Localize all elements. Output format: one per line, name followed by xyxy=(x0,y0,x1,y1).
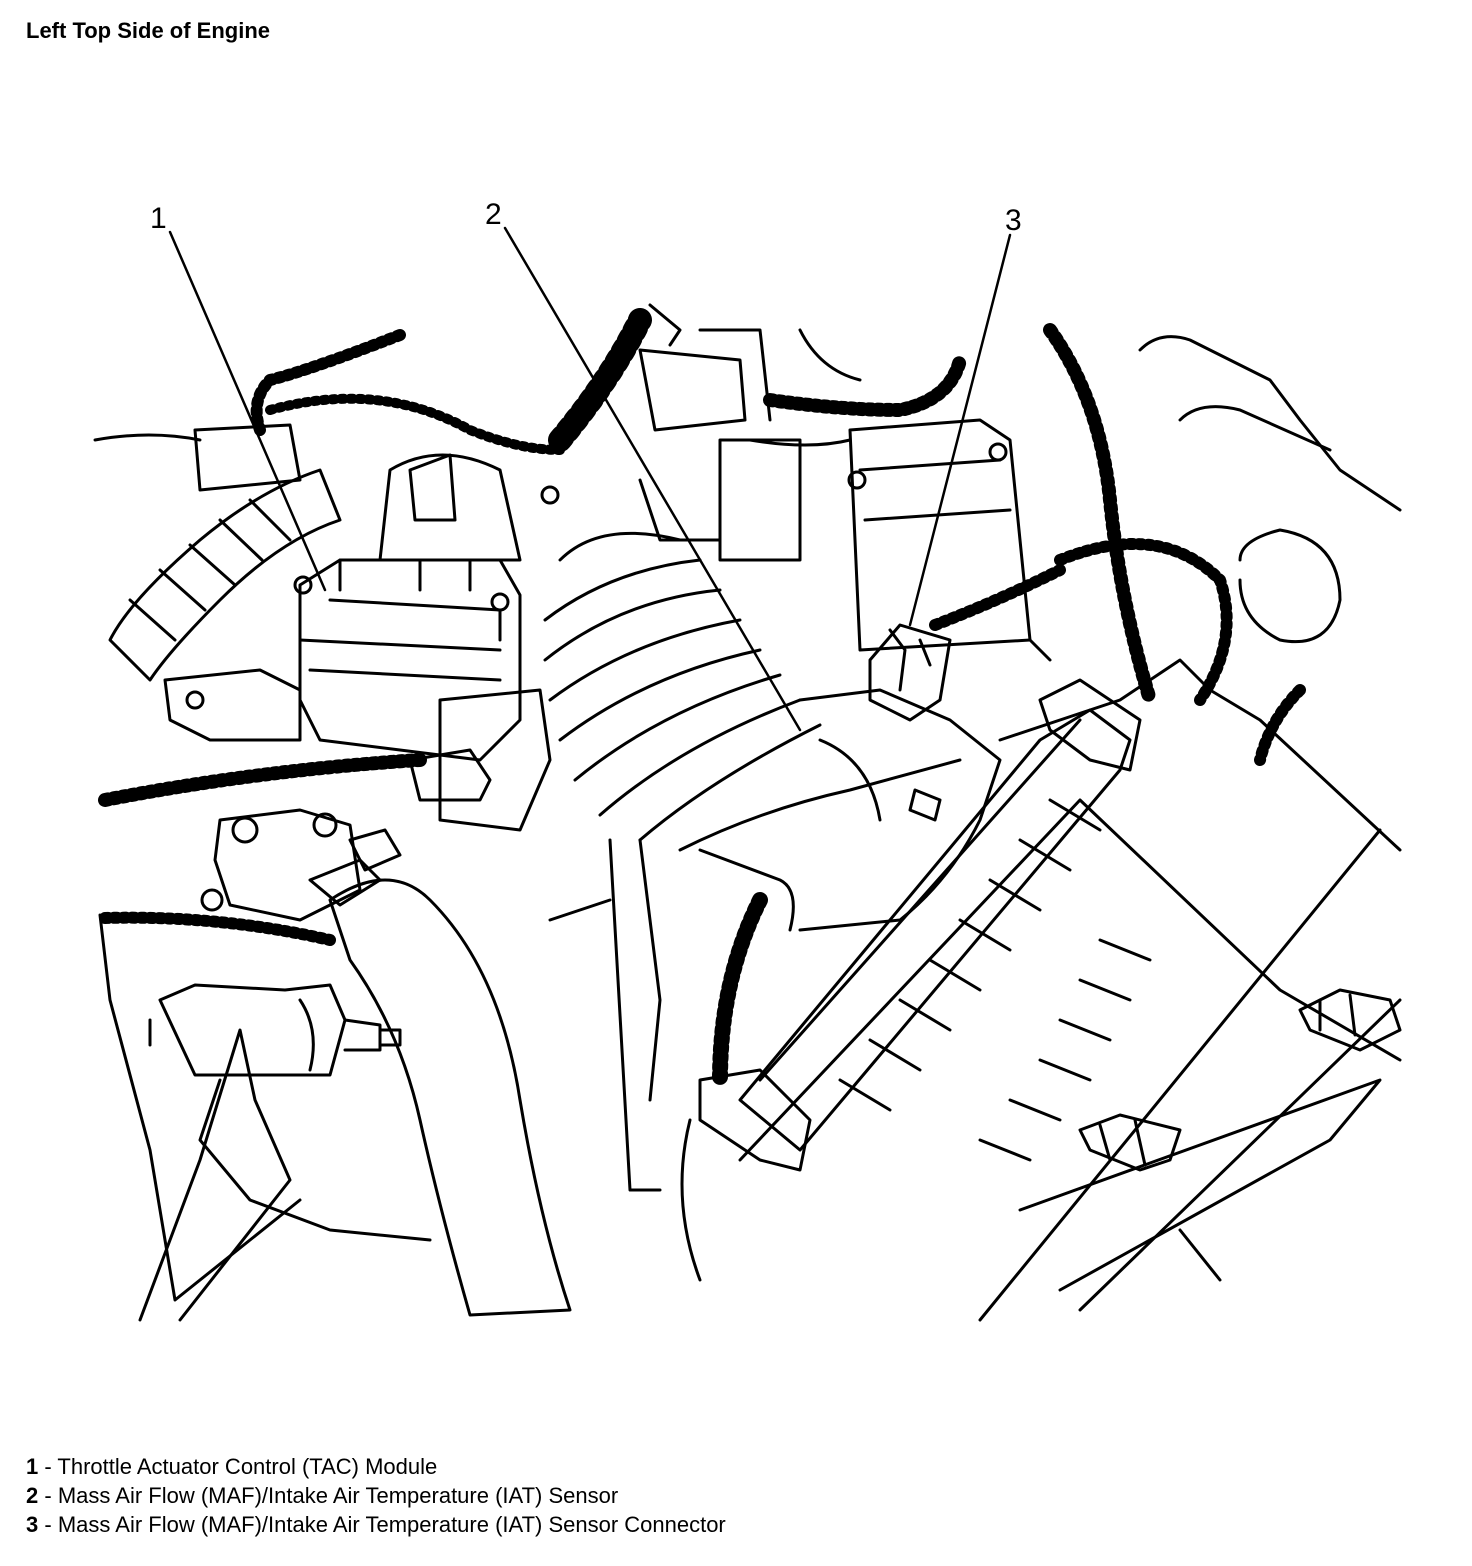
legend-separator: - xyxy=(38,1454,58,1479)
wire-harness-right xyxy=(712,323,1306,1088)
legend-text: Throttle Actuator Control (TAC) Module xyxy=(57,1454,438,1479)
callout-3-leader xyxy=(908,233,1012,627)
wire-harness-left xyxy=(98,329,565,946)
callout-1-number: 1 xyxy=(150,202,167,235)
legend-text: Mass Air Flow (MAF)/Intake Air Temperatu… xyxy=(57,1483,619,1508)
callout-leaders xyxy=(168,226,1012,732)
upper-fittings xyxy=(548,303,967,562)
legend-separator: - xyxy=(38,1483,58,1508)
intake-manifold-ribs xyxy=(738,798,1402,1322)
right-engine-block xyxy=(847,335,1402,852)
mounting-plate xyxy=(163,668,362,922)
engine-illustration: 1 2 3 xyxy=(93,198,1402,1322)
legend-number: 2 xyxy=(26,1483,39,1508)
legend-item: 1 - Throttle Actuator Control (TAC) Modu… xyxy=(26,1452,726,1481)
callout-2-leader xyxy=(503,226,802,732)
radiator-hose xyxy=(308,828,572,1317)
legend-item: 3 - Mass Air Flow (MAF)/Intake Air Tempe… xyxy=(26,1510,726,1539)
legend-text: Mass Air Flow (MAF)/Intake Air Temperatu… xyxy=(57,1512,726,1537)
vacuum-hose-upper-left xyxy=(93,423,342,682)
callout-2-number: 2 xyxy=(485,198,502,231)
callout-3-number: 3 xyxy=(1005,204,1022,237)
callout-1-leader xyxy=(168,230,327,592)
legend-separator: - xyxy=(38,1512,58,1537)
center-bracket xyxy=(548,838,662,1192)
maf-connector-drawing xyxy=(868,564,1066,722)
maf-sensor-drawing xyxy=(543,531,1002,932)
legend-number: 1 xyxy=(26,1454,39,1479)
legend-item: 2 - Mass Air Flow (MAF)/Intake Air Tempe… xyxy=(26,1481,726,1510)
fuel-rail xyxy=(680,678,1142,1282)
legend-number: 3 xyxy=(26,1512,39,1537)
legend: 1 - Throttle Actuator Control (TAC) Modu… xyxy=(26,1452,726,1539)
diagram-title: Left Top Side of Engine xyxy=(26,18,271,43)
retaining-clips xyxy=(1078,988,1402,1172)
engine-mount-bracket xyxy=(98,913,432,1322)
tac-module-drawing xyxy=(293,453,560,832)
